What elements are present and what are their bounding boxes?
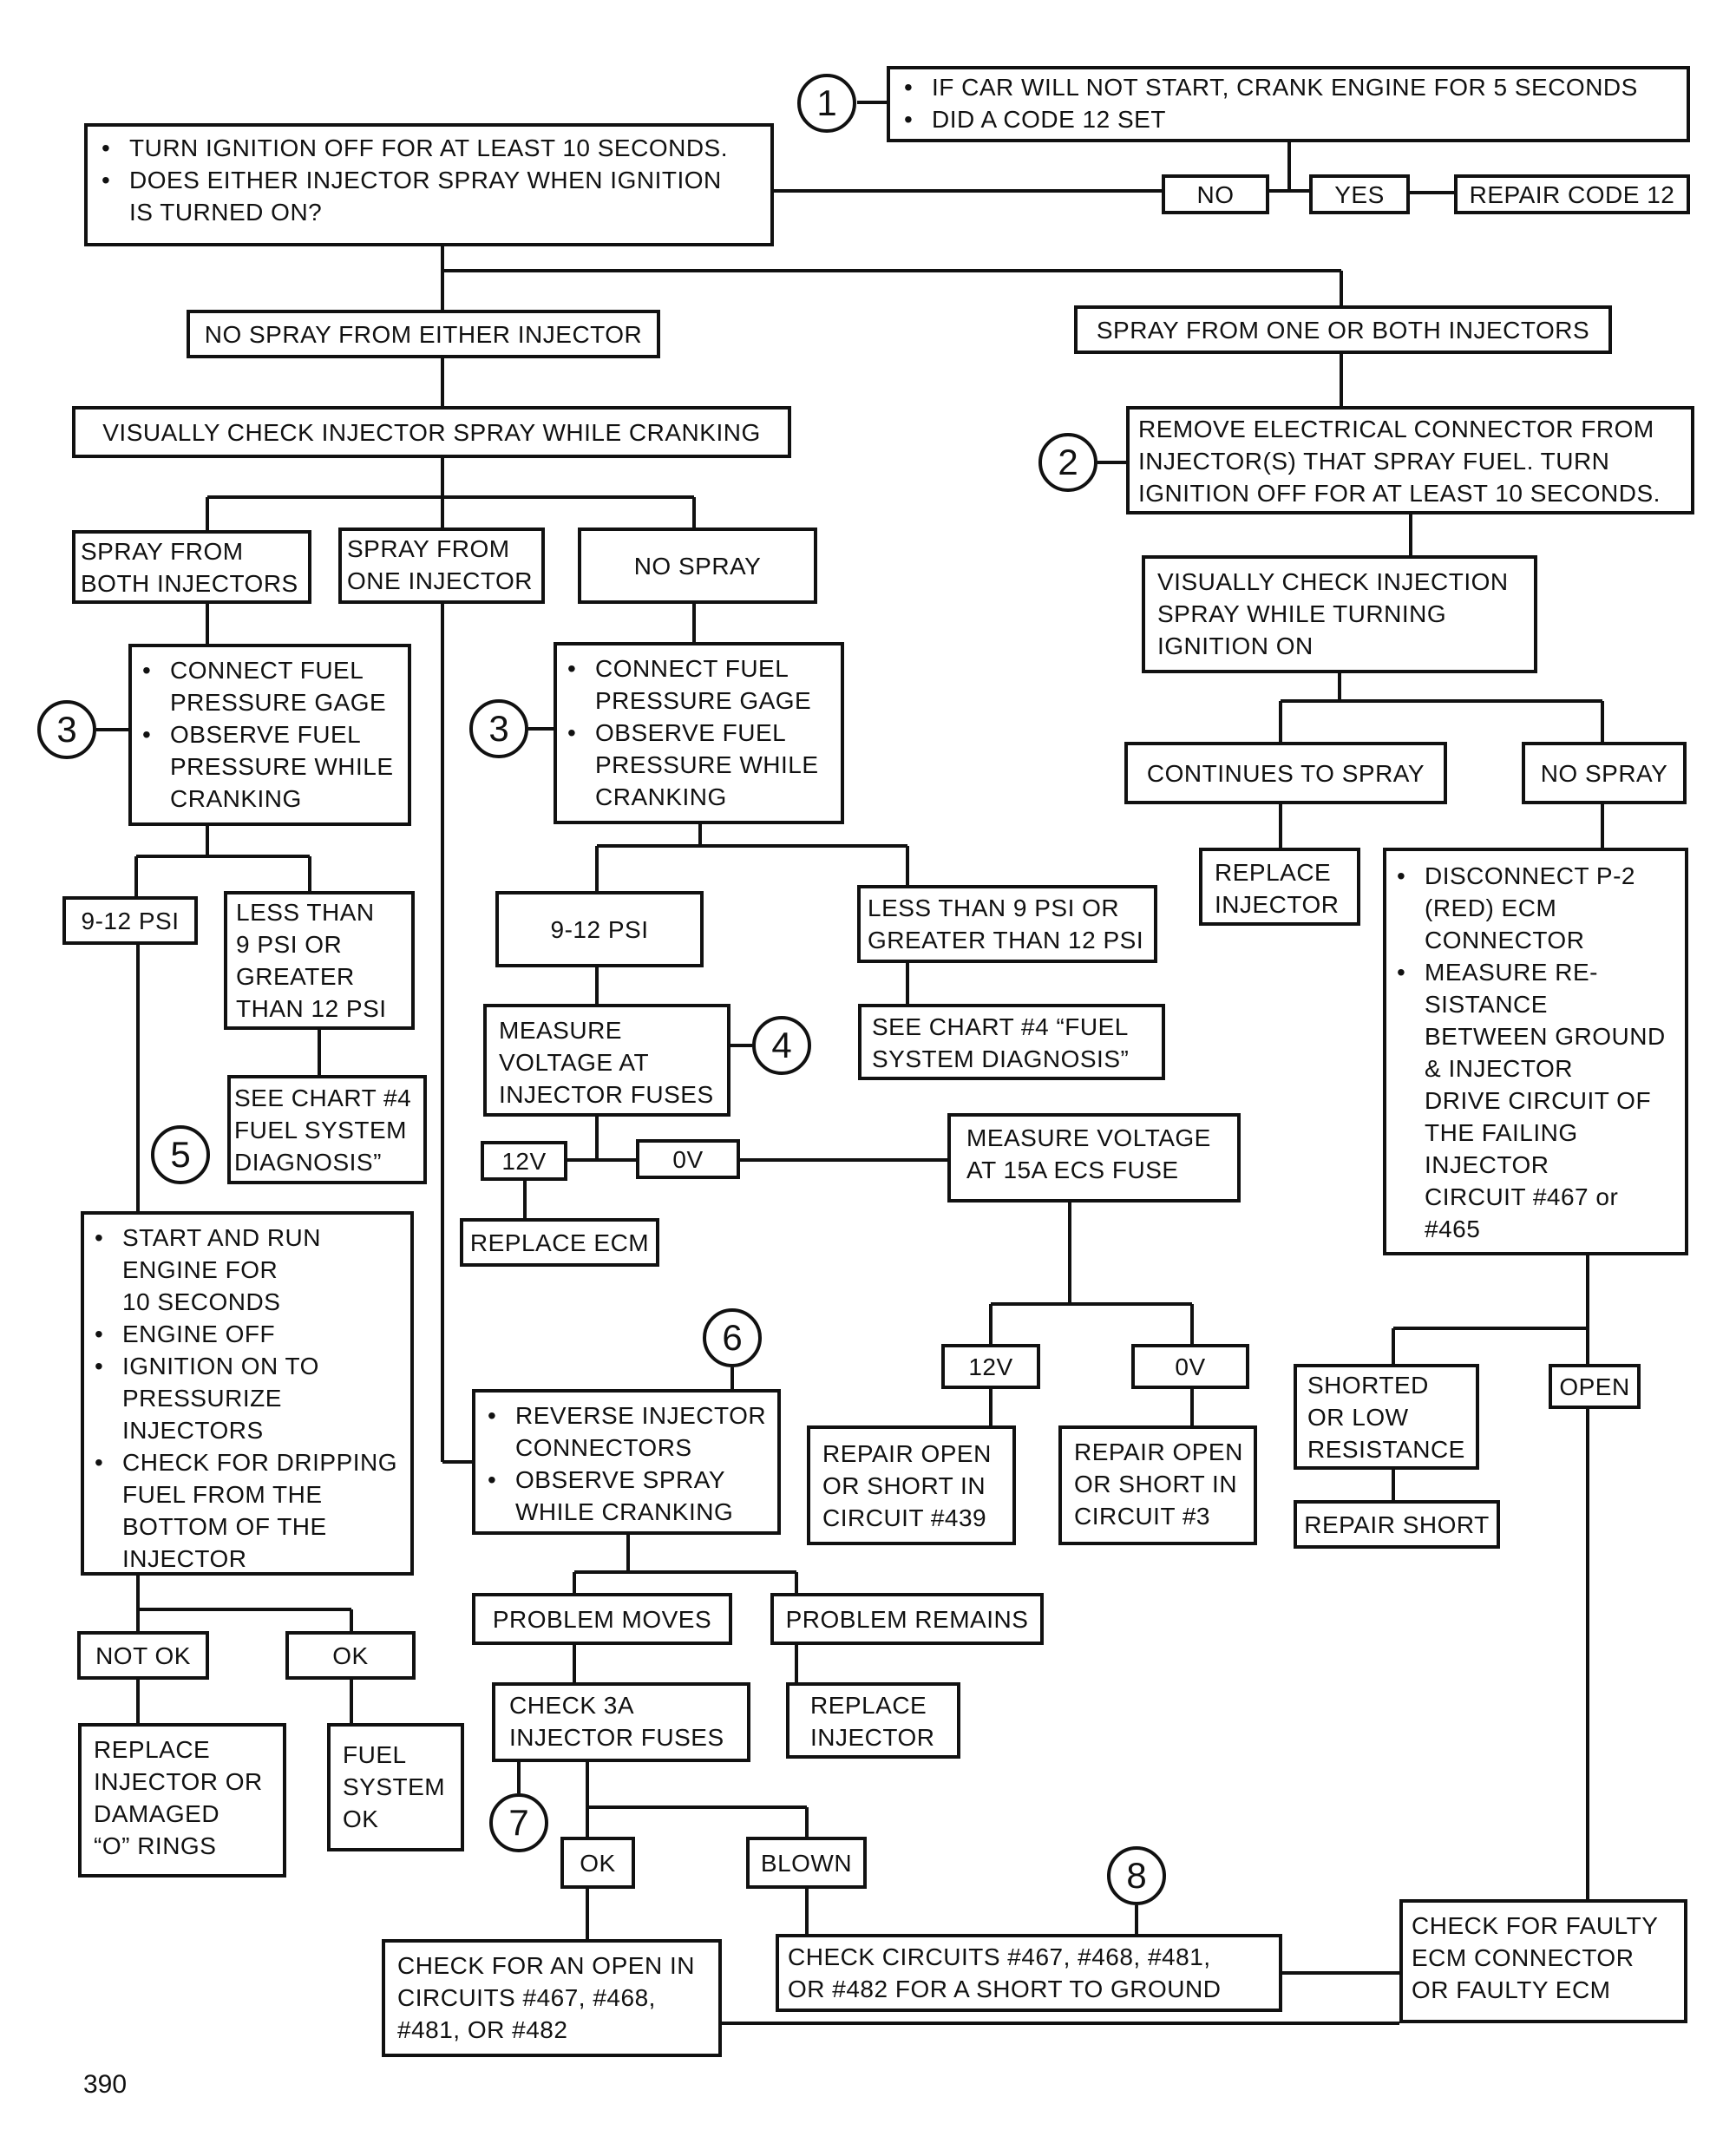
open-label: OPEN [1549,1364,1641,1409]
step-2-badge: 2 [1038,433,1097,492]
start-check-box: IF CAR WILL NOT START, CRANK ENGINE FOR … [887,66,1690,142]
no-spray-mid-box: NO SPRAY [578,528,817,604]
bullet-item: OBSERVE FUEL PRESSURE WHILE CRANKING [564,717,834,813]
start-run-box: START AND RUN ENGINE FOR 10 SECONDS ENGI… [81,1211,414,1576]
bullet-item: CONNECT FUEL PRESSURE GAGE [139,654,401,718]
no-spray-either-box: NO SPRAY FROM EITHER INJECTOR [187,310,660,358]
spray-one-box: SPRAY FROM ONE INJECTOR [338,528,545,604]
step-4-badge: 4 [752,1016,811,1075]
visually-check-cranking-box: VISUALLY CHECK INJECTOR SPRAY WHILE CRAN… [72,406,791,458]
faulty-ecm-box: CHECK FOR FAULTY ECM CONNECTOR OR FAULTY… [1399,1899,1687,2023]
continues-spray-box: CONTINUES TO SPRAY [1124,742,1447,804]
ok-left-label: OK [285,1631,416,1680]
step-7-badge: 7 [489,1793,548,1852]
12v-a-label: 12V [481,1141,567,1181]
ok-mid-label: OK [560,1837,635,1889]
blown-label: BLOWN [746,1837,867,1889]
shorted-low-box: SHORTED OR LOW RESISTANCE [1294,1364,1479,1470]
12v-b-label: 12V [941,1344,1040,1389]
bullet-item: MEASURE RE- SISTANCE BETWEEN GROUND & IN… [1393,956,1678,1245]
0v-b-label: 0V [1131,1344,1249,1389]
page-number: 390 [83,2070,128,2099]
bullet-item: ENGINE OFF [91,1318,403,1350]
bullet-item: IGNITION ON TO PRESSURIZE INJECTORS [91,1350,403,1446]
not-ok-label: NOT OK [77,1631,209,1680]
gage-mid-box: CONNECT FUEL PRESSURE GAGE OBSERVE FUEL … [554,642,844,824]
bullet-item: OBSERVE FUEL PRESSURE WHILE CRANKING [139,718,401,815]
repair-439-box: REPAIR OPEN OR SHORT IN CIRCUIT #439 [807,1425,1016,1545]
step-3-badge-mid: 3 [469,699,528,758]
reverse-connectors-box: REVERSE INJECTOR CONNECTORS OBSERVE SPRA… [472,1389,781,1535]
replace-injector-right-box: REPLACE INJECTOR [1199,848,1360,926]
no-label: NO [1162,174,1269,214]
bullet-item: OBSERVE SPRAY WHILE CRANKING [484,1464,769,1528]
bullet-item: REVERSE INJECTOR CONNECTORS [484,1399,769,1464]
psi-left-box: 9-12 PSI [62,896,198,945]
problem-moves-box: PROBLEM MOVES [472,1593,732,1645]
bullet-item: CHECK FOR DRIPPING FUEL FROM THE BOTTOM … [91,1446,403,1575]
problem-remains-box: PROBLEM REMAINS [770,1593,1044,1645]
bullet-item: TURN IGNITION OFF FOR AT LEAST 10 SECOND… [98,132,760,164]
disconnect-p2-box: DISCONNECT P-2 (RED) ECM CONNECTOR MEASU… [1383,848,1688,1255]
check-short-box: CHECK CIRCUITS #467, #468, #481, OR #482… [776,1934,1282,2012]
repair-short-box: REPAIR SHORT [1294,1500,1500,1549]
replace-ecm-box: REPLACE ECM [460,1218,659,1267]
step-5-badge: 5 [151,1125,210,1184]
bullet-item: CONNECT FUEL PRESSURE GAGE [564,652,834,717]
step-1-badge: 1 [797,74,856,133]
check-open-box: CHECK FOR AN OPEN IN CIRCUITS #467, #468… [382,1939,722,2057]
bullet-item: IF CAR WILL NOT START, CRANK ENGINE FOR … [901,71,1676,103]
replace-oring-box: REPLACE INJECTOR OR DAMAGED “O” RINGS [78,1723,286,1877]
repair-code12-box: REPAIR CODE 12 [1454,174,1690,214]
replace-injector-mid-box: REPLACE INJECTOR [786,1682,960,1759]
step-6-badge: 6 [703,1308,762,1367]
step-3-badge-left: 3 [37,700,96,759]
check-3a-box: CHECK 3A INJECTOR FUSES [492,1682,750,1762]
step-8-badge: 8 [1107,1846,1166,1905]
visually-check-ignition-box: VISUALLY CHECK INJECTION SPRAY WHILE TUR… [1142,555,1537,673]
see-chart4-mid-box: SEE CHART #4 “FUEL SYSTEM DIAGNOSIS” [858,1004,1165,1080]
bullet-item: DISCONNECT P-2 (RED) ECM CONNECTOR [1393,860,1678,956]
0v-a-label: 0V [636,1139,740,1179]
bullet-item: DID A CODE 12 SET [901,103,1676,135]
spray-one-or-both-box: SPRAY FROM ONE OR BOTH INJECTORS [1074,305,1612,354]
no-spray-right-box: NO SPRAY [1522,742,1687,804]
bullet-item: START AND RUN ENGINE FOR 10 SECONDS [91,1222,403,1318]
less-left-box: LESS THAN 9 PSI OR GREATER THAN 12 PSI [224,891,415,1030]
repair-3-box: REPAIR OPEN OR SHORT IN CIRCUIT #3 [1058,1425,1257,1545]
ignition-off-box: TURN IGNITION OFF FOR AT LEAST 10 SECOND… [84,123,774,246]
measure-15a-box: MEASURE VOLTAGE AT 15A ECS FUSE [947,1113,1241,1203]
yes-label: YES [1309,174,1410,214]
spray-both-box: SPRAY FROM BOTH INJECTORS [72,530,311,604]
see-chart4-left-box: SEE CHART #4 FUEL SYSTEM DIAGNOSIS” [227,1075,427,1184]
measure-voltage-fuses-box: MEASURE VOLTAGE AT INJECTOR FUSES [483,1004,730,1117]
gage-left-box: CONNECT FUEL PRESSURE GAGE OBSERVE FUEL … [128,644,411,826]
fuel-ok-box: FUEL SYSTEM OK [327,1723,464,1851]
less-mid-box: LESS THAN 9 PSI OR GREATER THAN 12 PSI [857,885,1157,963]
psi-mid-box: 9-12 PSI [495,891,704,967]
bullet-item: DOES EITHER INJECTOR SPRAY WHEN IGNITION… [98,164,760,228]
remove-connector-box: REMOVE ELECTRICAL CONNECTOR FROM INJECTO… [1126,406,1694,514]
